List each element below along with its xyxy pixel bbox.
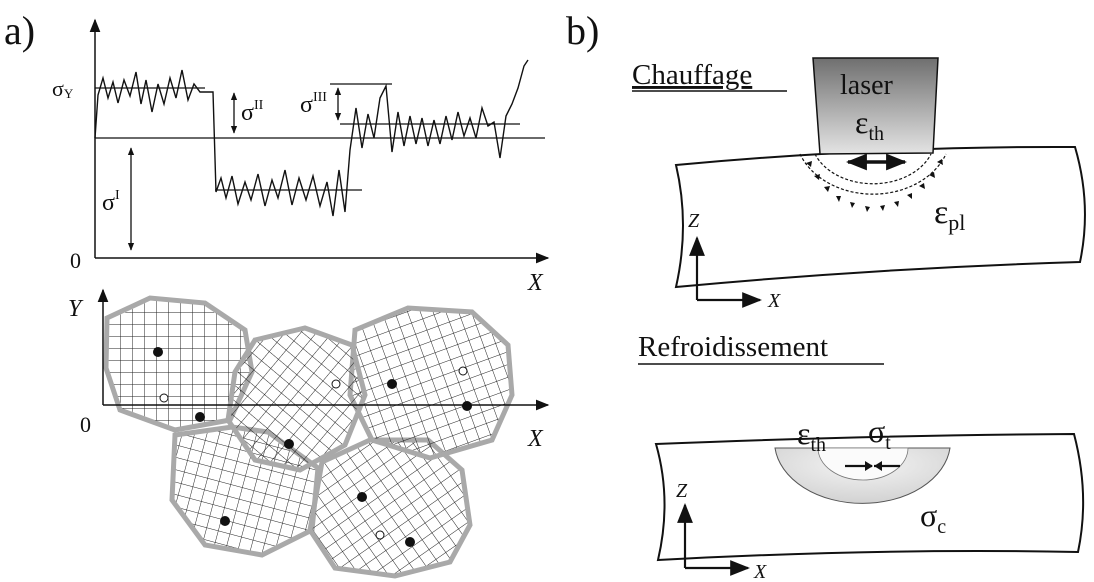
grains-y-axis-label: Y xyxy=(68,296,84,322)
cooling-x-label: X xyxy=(753,561,767,582)
sigma-i-label: σI xyxy=(102,188,120,216)
grain-microstructure: Y 0 X xyxy=(68,288,550,579)
sigma-ii-label: σII xyxy=(241,98,264,126)
dislocation-dots xyxy=(153,347,472,547)
plastic-zone-outer-arc xyxy=(799,153,947,195)
cooling-diagram: Refroidissement εth σt σc Z X xyxy=(638,331,1085,582)
tension-zone xyxy=(817,447,909,481)
grain-4 xyxy=(307,437,473,579)
graph-x-axis-label: X xyxy=(527,270,544,296)
sigma-y-label: σY xyxy=(52,76,74,101)
grains-origin-label: 0 xyxy=(80,412,91,437)
eps-th-heating-label: εth xyxy=(855,104,884,145)
stress-graph: σY σI σII σIII 0 X xyxy=(52,18,550,296)
plastic-strain-arrowheads xyxy=(806,159,943,212)
contraction-arrowheads xyxy=(865,461,882,471)
micro-stress-curve xyxy=(94,59,529,217)
panel-a-label: a) xyxy=(4,8,35,53)
grains-x-axis-label: X xyxy=(527,426,544,452)
eps-pl-label: εpl xyxy=(934,194,965,235)
cooling-z-label: Z xyxy=(676,480,688,502)
heating-x-label: X xyxy=(767,290,781,312)
plastic-zone-inner-arc xyxy=(814,153,932,185)
laser-label: laser xyxy=(840,70,894,101)
grain-3 xyxy=(347,305,515,461)
heating-title: Chauffage xyxy=(632,59,752,91)
grain-2 xyxy=(225,325,368,473)
heating-plate xyxy=(674,145,1086,289)
precipitate-circles xyxy=(159,366,468,540)
heating-diagram: Chauffage laser εth εpl Z X xyxy=(632,57,1086,312)
sigma-c-label: σc xyxy=(920,497,946,538)
eps-th-cooling-label: εth xyxy=(797,415,826,456)
sigma-iii-label: σIII xyxy=(300,90,327,118)
graph-origin-label: 0 xyxy=(70,248,81,273)
panel-b-label: b) xyxy=(566,8,599,53)
laser-beam xyxy=(812,57,939,155)
heating-z-label: Z xyxy=(688,210,700,232)
cooling-title: Refroidissement xyxy=(638,331,828,363)
sigma-t-label: σt xyxy=(868,413,891,454)
